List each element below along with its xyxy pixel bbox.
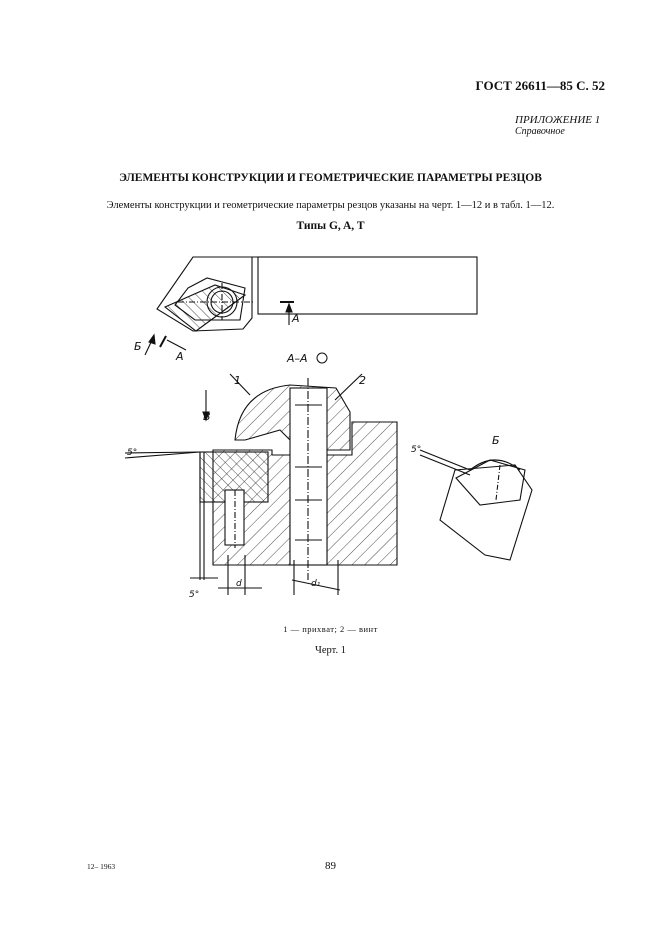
view-v-label: В — [203, 410, 211, 423]
angle-label-1: 5° — [127, 448, 137, 458]
tool-holder-top-view — [144, 256, 478, 356]
part-2-label: 2 — [359, 374, 366, 387]
section-title: ЭЛЕМЕНТЫ КОНСТРУКЦИИ И ГЕОМЕТРИЧЕСКИЕ ПА… — [119, 172, 542, 184]
figure-legend: 1 — прихват; 2 — винт — [283, 624, 378, 634]
dim-d-label: d — [236, 579, 242, 589]
angle-label-3: 5° — [411, 445, 421, 455]
section-title-label: A–A — [286, 352, 308, 365]
page-number: 89 — [325, 860, 336, 872]
section-a-a — [124, 373, 398, 595]
dim-d1-label: d₁ — [311, 579, 321, 589]
view-b-label: Б — [134, 340, 142, 353]
types-subtitle: Типы G, A, T — [296, 220, 365, 232]
standard-header: ГОСТ 26611—85 С. 52 — [475, 78, 605, 93]
arrow-a-label: A — [175, 350, 184, 363]
section-mark-label: A — [291, 312, 300, 325]
part-1-label: 1 — [234, 374, 241, 387]
view-b — [419, 449, 533, 561]
rotation-icon — [316, 352, 328, 364]
footer-code: 12– 1963 — [87, 862, 116, 871]
intro-paragraph: Элементы конструкции и геометрические па… — [106, 200, 555, 211]
appendix-type: Справочное — [515, 126, 565, 137]
appendix-label: ПРИЛОЖЕНИЕ 1 — [515, 114, 601, 126]
view-b-title: Б — [492, 434, 500, 447]
angle-label-2: 5° — [189, 590, 199, 600]
figure-caption: Черт. 1 — [315, 645, 346, 656]
